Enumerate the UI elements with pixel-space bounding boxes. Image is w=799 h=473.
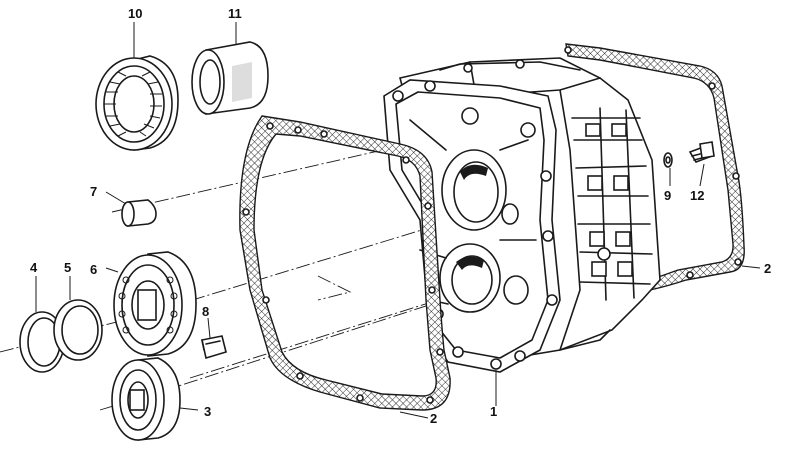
part-label-5: 5 — [64, 260, 71, 275]
part-label-7: 7 — [90, 184, 97, 199]
ball-bearing-small — [111, 357, 181, 441]
part-number-labels: 10 11 7 6 4 5 8 3 2 1 2 9 12 — [30, 6, 771, 426]
part-label-12: 11 — [228, 6, 242, 21]
part-label-2-rear: 2 — [764, 261, 771, 276]
part-label-3: 3 — [204, 404, 211, 419]
part-label-1: 1 — [490, 404, 497, 419]
part-label-8: 8 — [202, 304, 209, 319]
ball-bearing-large — [113, 251, 197, 357]
part-label-9: 9 — [664, 188, 671, 203]
part-label-4: 4 — [30, 260, 38, 275]
needle-roller-bearing — [95, 55, 179, 151]
shim-ring — [53, 299, 103, 361]
rear-gasket — [564, 43, 745, 301]
part-label-6: 6 — [90, 262, 97, 277]
small-bushing — [121, 199, 157, 227]
washer — [663, 152, 673, 168]
part-label-11: 10 — [128, 6, 142, 21]
clip — [201, 335, 227, 360]
part-label-10: 12 — [690, 188, 704, 203]
leader-lines — [35, 22, 761, 419]
bolt — [688, 141, 715, 163]
part-label-2-front: 2 — [430, 411, 437, 426]
front-gasket — [239, 115, 451, 411]
bushing-sleeve — [191, 41, 269, 115]
